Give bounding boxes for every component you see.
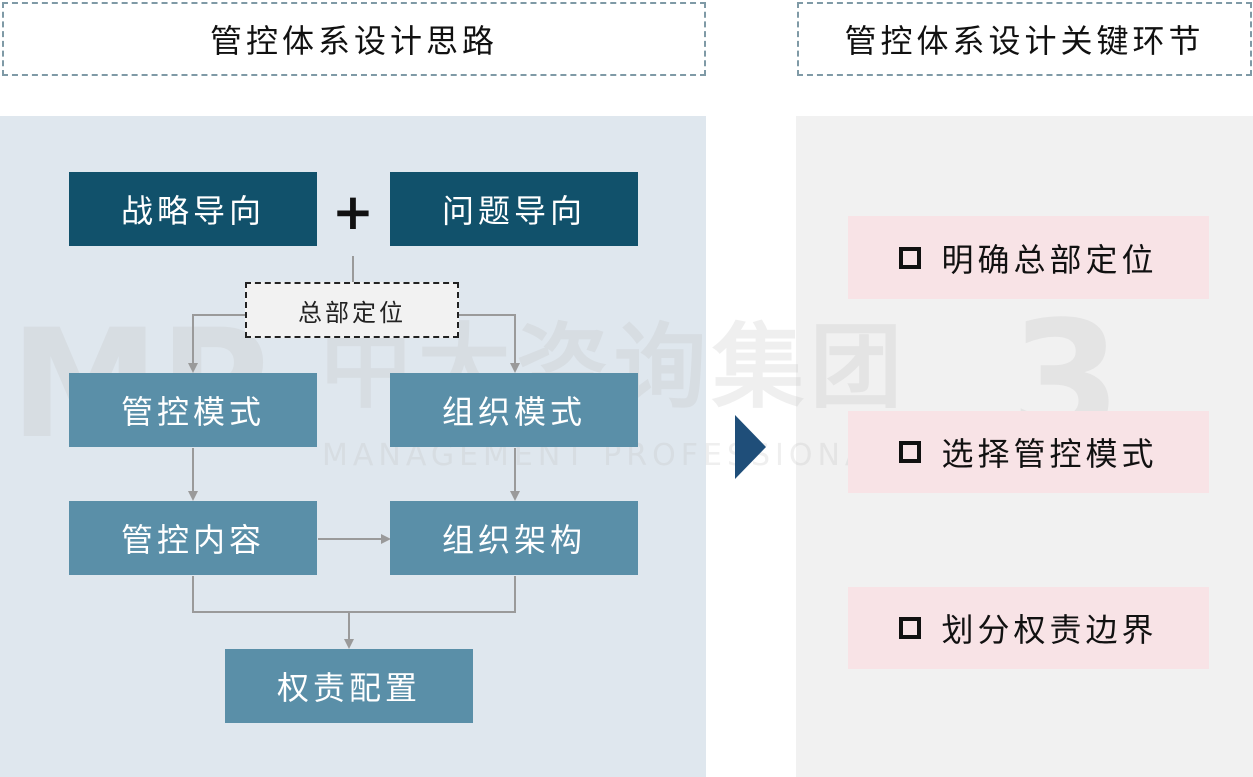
key-step-label: 划分权责边界 bbox=[941, 611, 1158, 649]
left-header: 管控体系设计思路 bbox=[2, 2, 706, 76]
control-mode-box: 管控模式 bbox=[69, 373, 317, 447]
org-mode-label: 组织模式 bbox=[441, 393, 586, 431]
strategy-oriented-box: 战略导向 bbox=[69, 172, 317, 246]
org-structure-box: 组织架构 bbox=[390, 501, 638, 575]
strategy-oriented-label: 战略导向 bbox=[120, 192, 265, 230]
connector-merge bbox=[192, 576, 516, 613]
problem-oriented-label: 问题导向 bbox=[441, 192, 586, 230]
control-content-box: 管控内容 bbox=[69, 501, 317, 575]
connector-hq-to-org-mode bbox=[459, 314, 520, 373]
control-content-label: 管控内容 bbox=[120, 521, 265, 559]
plus-icon: + bbox=[332, 183, 374, 241]
hq-position-label: 总部定位 bbox=[298, 298, 406, 327]
key-step-item: 选择管控模式 bbox=[848, 411, 1209, 493]
right-header: 管控体系设计关键环节 bbox=[797, 2, 1252, 76]
checkbox-icon bbox=[899, 617, 922, 639]
right-header-title: 管控体系设计关键环节 bbox=[844, 22, 1205, 60]
control-mode-label: 管控模式 bbox=[120, 393, 265, 431]
checkbox-icon bbox=[899, 246, 922, 269]
org-structure-label: 组织架构 bbox=[441, 521, 586, 559]
left-header-title: 管控体系设计思路 bbox=[209, 22, 498, 60]
key-step-item: 划分权责边界 bbox=[848, 587, 1209, 669]
org-mode-box: 组织模式 bbox=[390, 373, 638, 447]
key-step-label: 选择管控模式 bbox=[941, 435, 1158, 473]
checkbox-icon bbox=[899, 441, 922, 463]
rights-allocation-box: 权责配置 bbox=[225, 649, 473, 723]
connector-hq-to-control-mode bbox=[188, 314, 245, 373]
flow-arrow-icon bbox=[735, 415, 766, 479]
hq-position-box: 总部定位 bbox=[245, 282, 459, 338]
key-step-label: 明确总部定位 bbox=[941, 240, 1158, 279]
rights-allocation-label: 权责配置 bbox=[276, 669, 421, 707]
problem-oriented-box: 问题导向 bbox=[390, 172, 638, 246]
key-step-item: 明确总部定位 bbox=[848, 216, 1209, 299]
